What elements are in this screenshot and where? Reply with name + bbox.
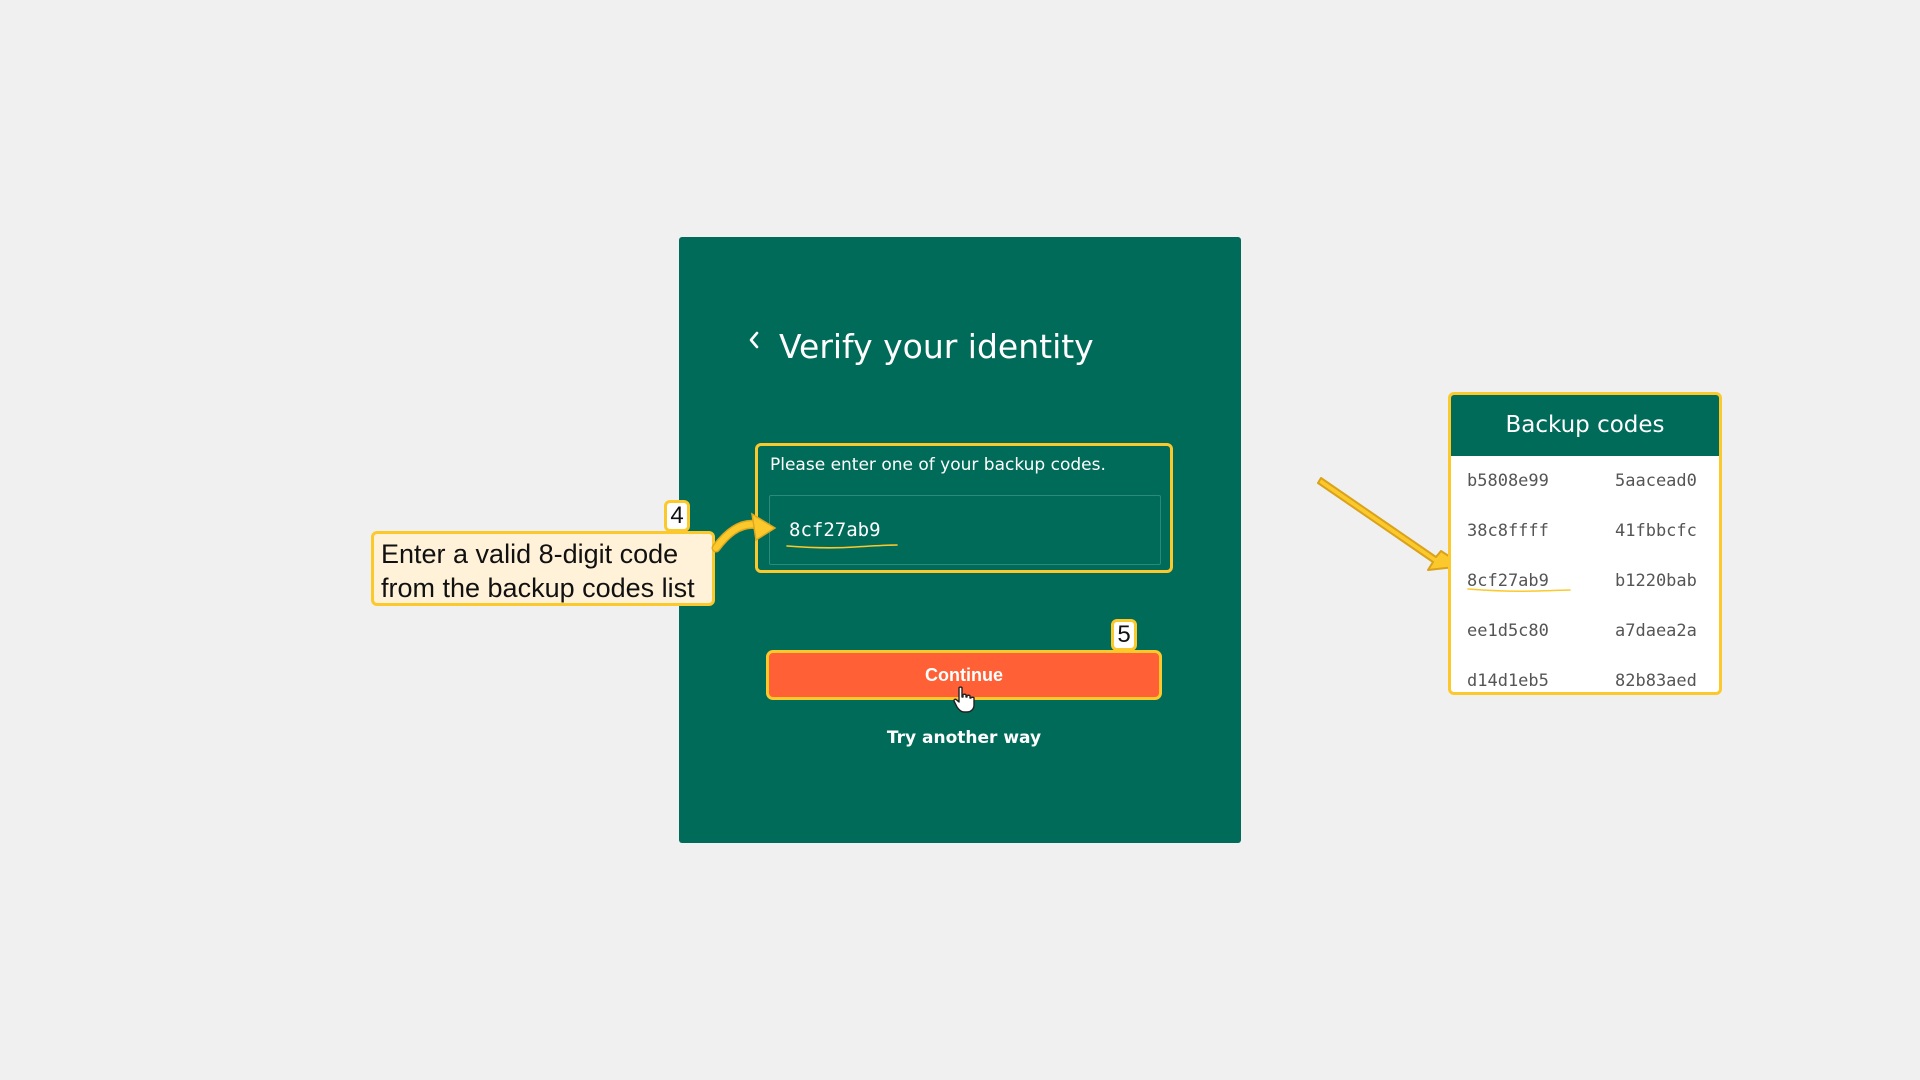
backup-code: b1220bab bbox=[1615, 571, 1697, 591]
backup-code: 82b83aed bbox=[1615, 671, 1697, 691]
backup-code-input[interactable] bbox=[769, 495, 1161, 565]
backup-code: 5aacead0 bbox=[1615, 471, 1697, 491]
code-underline-mark bbox=[786, 544, 898, 549]
continue-button[interactable]: Continue bbox=[766, 650, 1162, 700]
backup-code: d14d1eb5 bbox=[1467, 671, 1549, 691]
verify-card: Verify your identity Please enter one of… bbox=[679, 237, 1241, 843]
backup-codes-title: Backup codes bbox=[1451, 395, 1719, 456]
step-badge-5: 5 bbox=[1111, 619, 1137, 651]
backup-code: 38c8ffff bbox=[1467, 521, 1549, 541]
try-another-way-link[interactable]: Try another way bbox=[886, 728, 1042, 748]
page-title: Verify your identity bbox=[779, 327, 1094, 366]
backup-code: 41fbbcfc bbox=[1615, 521, 1697, 541]
hand-pointer-icon bbox=[953, 686, 975, 713]
chevron-left-icon bbox=[749, 331, 759, 349]
instruction-callout: Enter a valid 8-digit code from the back… bbox=[371, 531, 715, 606]
backup-code-selected: 8cf27ab9 bbox=[1467, 571, 1549, 591]
selected-code-underline bbox=[1467, 588, 1571, 593]
callout-text-line-2: from the backup codes list bbox=[381, 573, 695, 603]
code-pointer-arrow bbox=[1317, 477, 1465, 571]
backup-code: a7daea2a bbox=[1615, 621, 1697, 641]
backup-code: ee1d5c80 bbox=[1467, 621, 1549, 641]
backup-codes-panel: Backup codes b5808e99 5aacead0 38c8ffff … bbox=[1448, 392, 1722, 695]
back-button[interactable] bbox=[738, 324, 770, 356]
callout-text-line-1: Enter a valid 8-digit code bbox=[381, 539, 679, 569]
backup-code-label: Please enter one of your backup codes. bbox=[770, 455, 1106, 475]
backup-code-field-group: Please enter one of your backup codes. bbox=[755, 443, 1173, 573]
backup-codes-grid: b5808e99 5aacead0 38c8ffff 41fbbcfc 8cf2… bbox=[1451, 456, 1719, 692]
step-badge-4: 4 bbox=[664, 500, 690, 532]
backup-code: b5808e99 bbox=[1467, 471, 1549, 491]
